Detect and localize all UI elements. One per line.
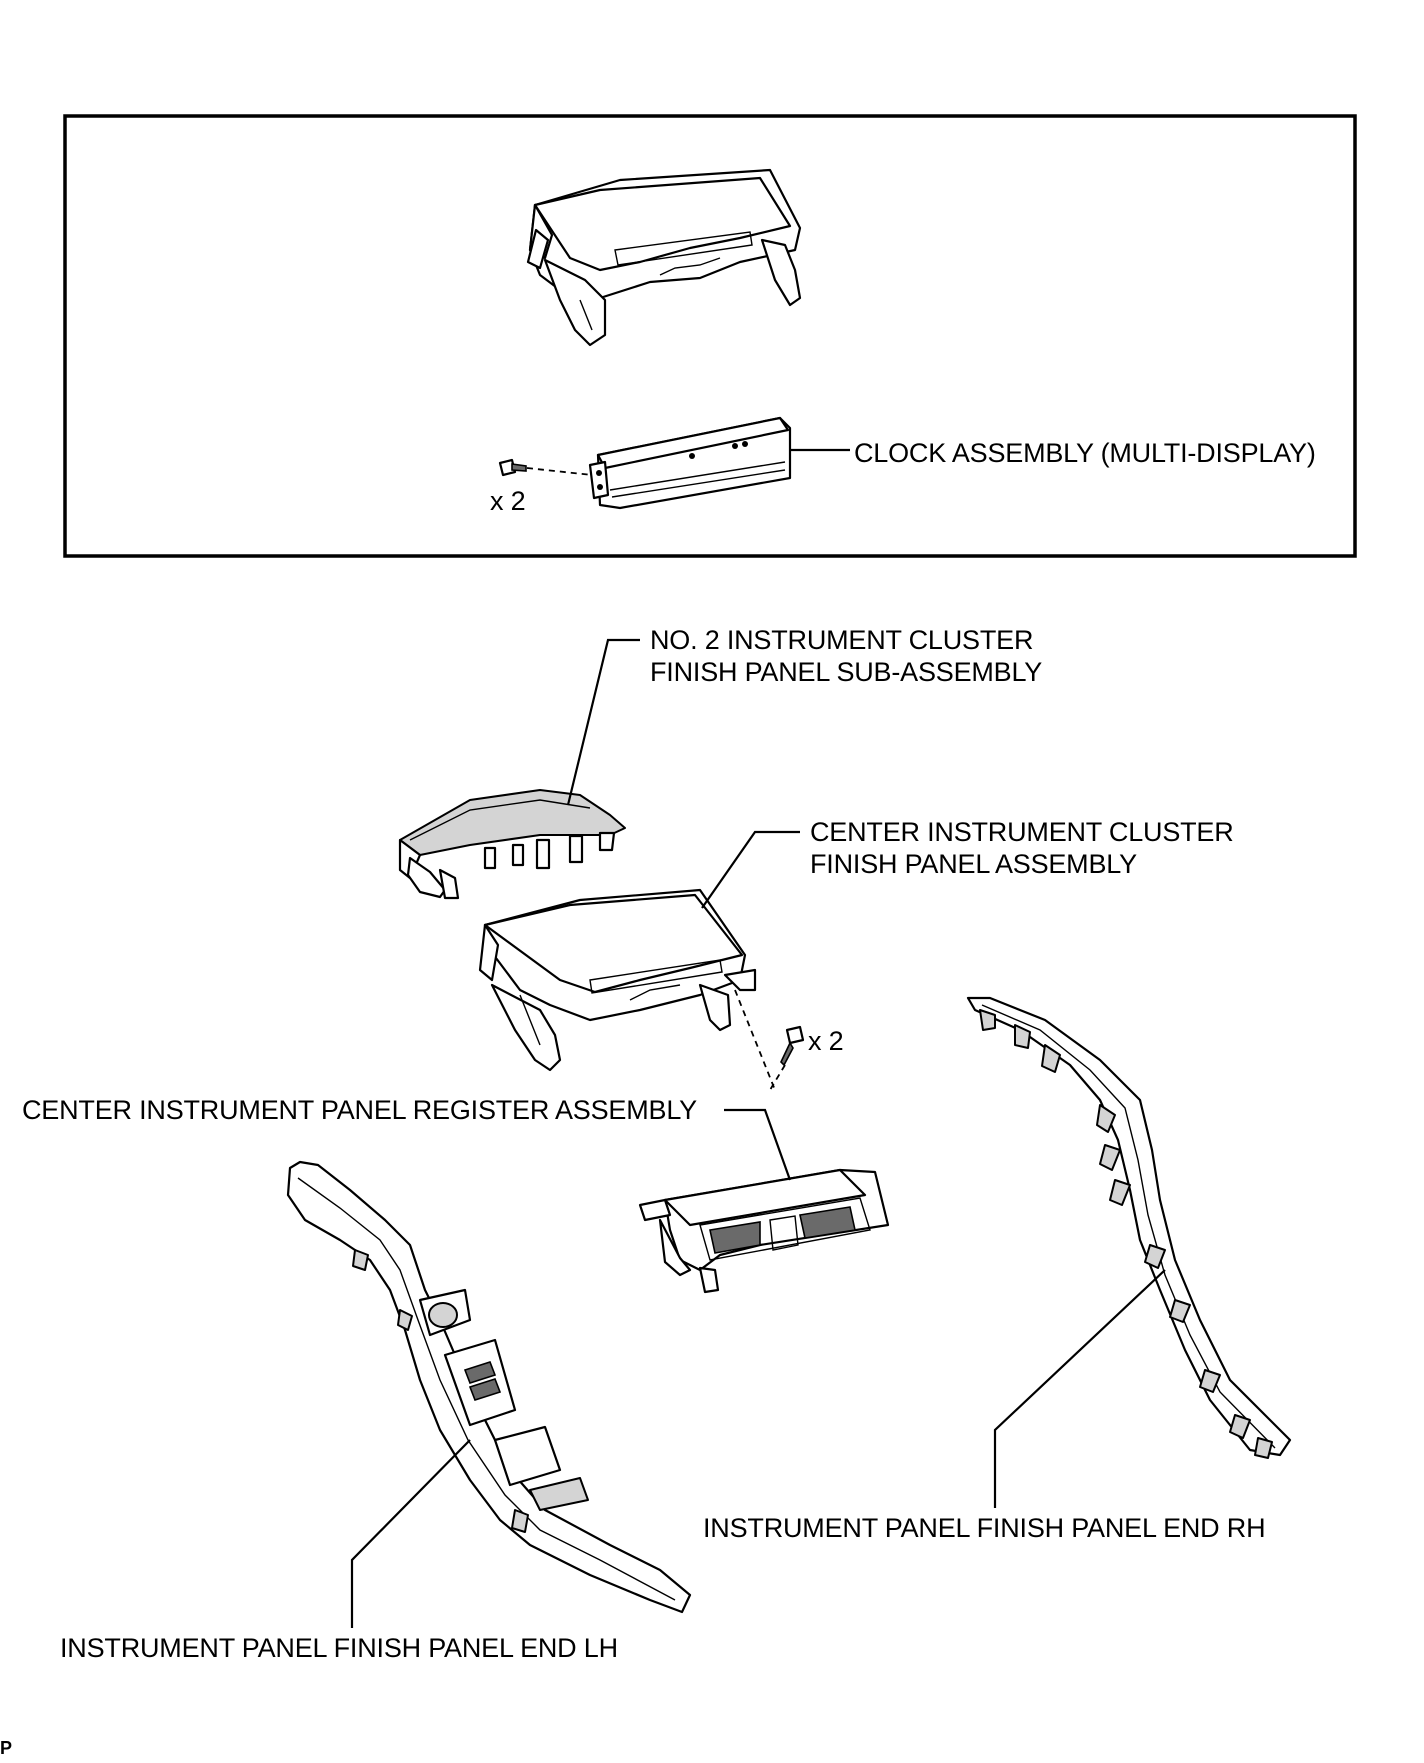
clock-assembly-part bbox=[588, 416, 792, 510]
register-label: CENTER INSTRUMENT PANEL REGISTER ASSEMBL… bbox=[22, 1095, 697, 1125]
center-qty-label: x 2 bbox=[808, 1026, 844, 1056]
inset-cluster-panel bbox=[526, 168, 802, 347]
finish-panel-end-lh-part bbox=[286, 1160, 692, 1614]
center-screw-icon bbox=[780, 1025, 805, 1067]
end-lh-label: INSTRUMENT PANEL FINISH PANEL END LH bbox=[60, 1633, 618, 1663]
no2-cluster-label-line2: FINISH PANEL SUB-ASSEMBLY bbox=[650, 657, 1043, 687]
end-rh-label: INSTRUMENT PANEL FINISH PANEL END RH bbox=[703, 1513, 1266, 1543]
center-cluster-label-line2: FINISH PANEL ASSEMBLY bbox=[810, 849, 1137, 879]
no2-cluster-panel-part bbox=[398, 789, 626, 900]
corner-mark: P bbox=[0, 1738, 13, 1758]
clock-qty-label: x 2 bbox=[490, 486, 526, 516]
no2-leader-line bbox=[566, 638, 640, 806]
finish-panel-end-rh-part bbox=[966, 996, 1292, 1459]
end-rh-leader-line bbox=[993, 1269, 1166, 1508]
no2-cluster-label-line1: NO. 2 INSTRUMENT CLUSTER bbox=[650, 625, 1034, 655]
center-screw-dashline-2 bbox=[769, 1064, 786, 1091]
end-lh-leader-line bbox=[350, 1439, 471, 1628]
center-cluster-panel-part bbox=[478, 888, 757, 1072]
clock-assembly-label: CLOCK ASSEMBLY (MULTI-DISPLAY) bbox=[854, 438, 1316, 468]
register-leader-line bbox=[724, 1108, 792, 1181]
center-cluster-label-line1: CENTER INSTRUMENT CLUSTER bbox=[810, 817, 1234, 847]
inset-frame bbox=[63, 114, 1357, 558]
register-assembly-part bbox=[638, 1168, 890, 1294]
center-screw-dashline-1 bbox=[734, 989, 776, 1091]
clock-screw-dashline bbox=[526, 467, 593, 476]
clock-screw-icon bbox=[498, 458, 527, 477]
center-cluster-leader-line bbox=[701, 830, 800, 909]
